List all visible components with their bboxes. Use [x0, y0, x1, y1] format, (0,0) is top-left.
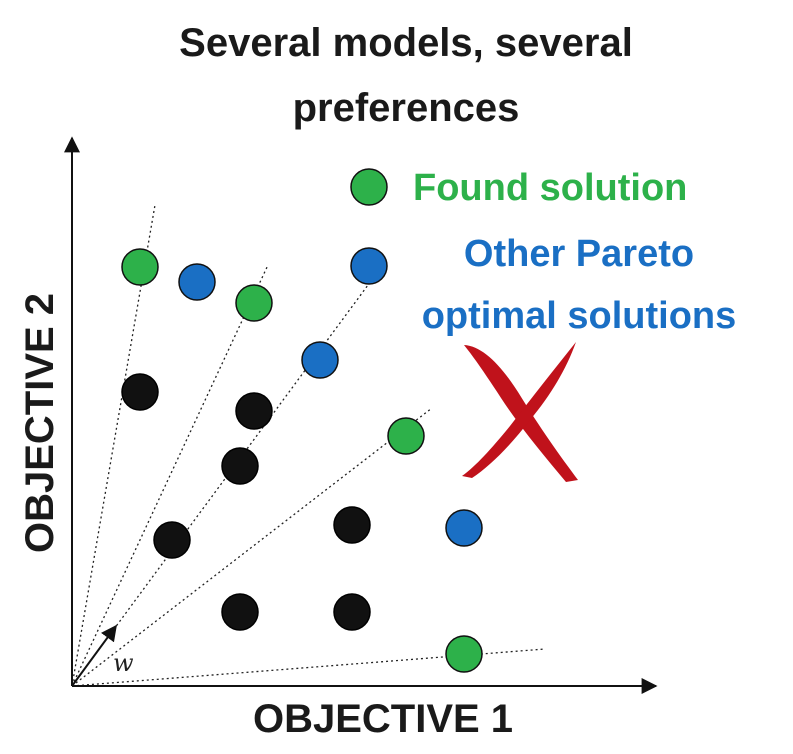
- weight-label: w: [113, 649, 134, 677]
- pareto-solution-point: [350, 247, 388, 285]
- legend-other-label-line-2: optimal solutions: [422, 295, 737, 337]
- dominated-solution-point: [235, 392, 273, 430]
- dominated-solution-point: [333, 593, 371, 631]
- found-solution-point: [235, 284, 273, 322]
- preference-ray: [71, 407, 433, 687]
- found-solution-point: [445, 635, 483, 673]
- weight-vector-arrow: [71, 624, 117, 687]
- red-x-icon: [462, 342, 578, 482]
- dominated-solution-point: [153, 521, 191, 559]
- found-solutions: [121, 248, 483, 673]
- y-axis-label: OBJECTIVE 2: [18, 293, 62, 553]
- dominated-solution-point: [221, 447, 259, 485]
- legend-found-swatch: [350, 168, 388, 206]
- title-line-2: preferences: [293, 86, 520, 130]
- other-pareto-solutions: [178, 247, 483, 547]
- legend-other-label-line-1: Other Pareto: [464, 233, 694, 275]
- found-solution-point: [387, 417, 425, 455]
- dominated-solution-point: [333, 506, 371, 544]
- x-axis-label: OBJECTIVE 1: [253, 697, 513, 741]
- dominated-solution-point: [221, 593, 259, 631]
- dominated-solution-point: [121, 373, 159, 411]
- found-solution-point: [121, 248, 159, 286]
- legend-found-label: Found solution: [413, 167, 687, 209]
- title-line-1: Several models, several: [179, 21, 633, 65]
- pareto-solution-point: [301, 341, 339, 379]
- pareto-solution-point: [178, 263, 216, 301]
- preference-ray: [71, 264, 269, 687]
- pareto-solution-point: [445, 509, 483, 547]
- dominated-solutions: [121, 373, 371, 631]
